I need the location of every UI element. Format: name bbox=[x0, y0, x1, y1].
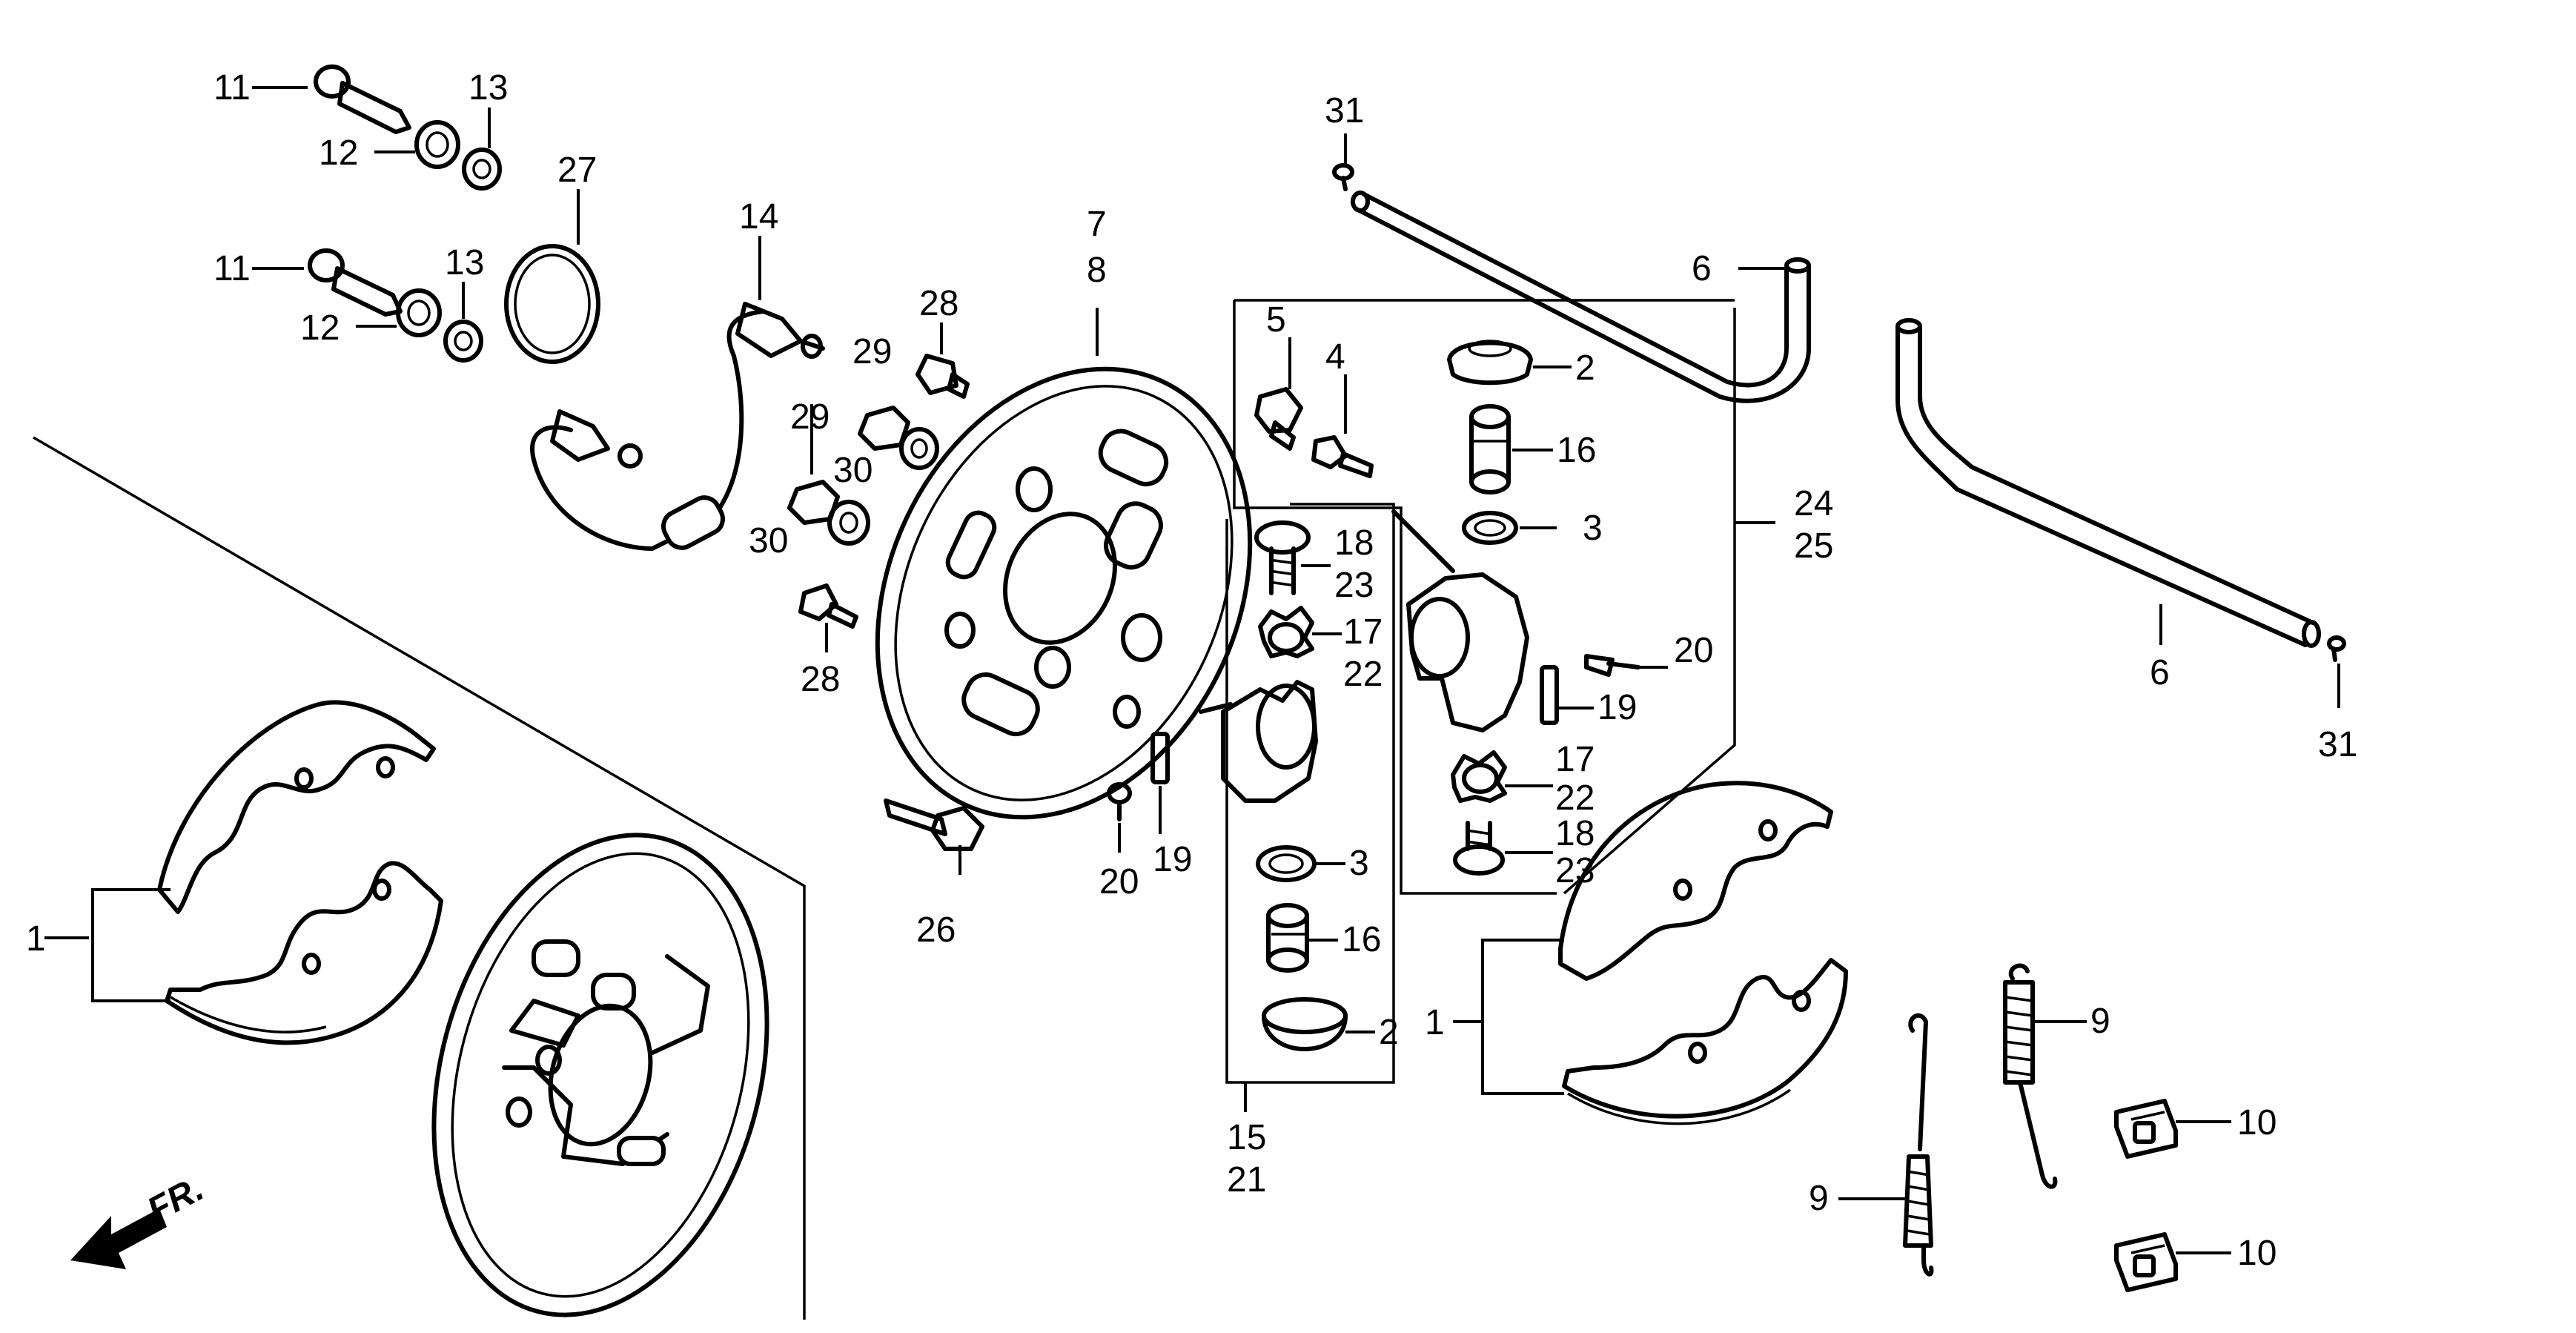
piston-16-left[interactable] bbox=[1266, 903, 1309, 973]
callout-9: 9 bbox=[2090, 1002, 2110, 1041]
callout-20: 20 bbox=[1674, 631, 1713, 670]
adjuster-wheel-17-lower[interactable] bbox=[1451, 750, 1507, 803]
callout-11: 11 bbox=[213, 68, 251, 108]
brake-shoe-upper-right[interactable] bbox=[1558, 781, 1833, 981]
piston-16-right[interactable] bbox=[1469, 404, 1511, 494]
bleeder-screw-upper[interactable] bbox=[314, 64, 502, 191]
callout-30: 30 bbox=[833, 451, 873, 490]
callout-27: 27 bbox=[557, 150, 597, 190]
callout-13: 13 bbox=[445, 243, 484, 282]
washer-30-lower[interactable] bbox=[827, 500, 870, 546]
callout-18: 18 bbox=[1555, 814, 1595, 853]
callout-1: 1 bbox=[1425, 1003, 1445, 1042]
cup-seal-3-left[interactable] bbox=[1256, 845, 1317, 882]
background-panel-outline bbox=[33, 436, 806, 1320]
brake-pipe[interactable] bbox=[530, 302, 825, 553]
brake-panel[interactable] bbox=[807, 308, 1320, 879]
callout-31: 31 bbox=[1325, 91, 1364, 130]
adjuster-wheel-17-upper[interactable] bbox=[1258, 606, 1314, 658]
o-ring[interactable] bbox=[504, 244, 600, 364]
callout-7: 7 bbox=[1087, 205, 1107, 244]
callout-6: 6 bbox=[2150, 653, 2170, 692]
callout-26: 26 bbox=[916, 910, 956, 950]
callout-13: 13 bbox=[468, 68, 508, 108]
callout-3: 3 bbox=[1583, 509, 1603, 548]
bolt-28-upper[interactable] bbox=[915, 354, 970, 399]
callout-10: 10 bbox=[2237, 1103, 2277, 1142]
callout-22: 22 bbox=[1343, 655, 1383, 694]
callout-10: 10 bbox=[2237, 1234, 2277, 1273]
wheel-cylinder-right-bracket bbox=[1233, 299, 1736, 895]
dust-boot-2-right[interactable] bbox=[1447, 340, 1533, 386]
callout-29: 29 bbox=[852, 332, 892, 371]
callout-21: 21 bbox=[1227, 1160, 1266, 1200]
breather-hose-right[interactable] bbox=[1895, 318, 2321, 648]
return-spring-upper[interactable] bbox=[2003, 963, 2058, 1189]
callout-18: 18 bbox=[1334, 523, 1374, 563]
callout-14: 14 bbox=[739, 197, 778, 236]
spring-clip-lower[interactable] bbox=[2114, 1232, 2178, 1292]
callout-24: 24 bbox=[1794, 484, 1833, 523]
wheel-cylinder-left[interactable] bbox=[1199, 680, 1318, 803]
bolt-28-lower[interactable] bbox=[798, 583, 858, 629]
callout-31: 31 bbox=[2318, 725, 2357, 764]
callout-17: 17 bbox=[1343, 612, 1383, 652]
brake-shoe-lower-right[interactable] bbox=[1562, 958, 1848, 1125]
wheel-cylinder-right[interactable] bbox=[1391, 509, 1529, 732]
wheel-cylinder-left-bracket bbox=[1225, 503, 1395, 1084]
callout-28: 28 bbox=[919, 284, 958, 323]
leader-lines bbox=[44, 86, 2340, 1254]
bleeder-5[interactable] bbox=[1254, 387, 1303, 451]
callout-28: 28 bbox=[801, 660, 840, 699]
bolt-26[interactable] bbox=[884, 798, 984, 851]
callout-30: 30 bbox=[749, 521, 788, 560]
brake-shoe-upper-left[interactable] bbox=[157, 700, 436, 914]
callout-5: 5 bbox=[1266, 300, 1286, 340]
hose-clamp-31-upper[interactable] bbox=[1332, 163, 1354, 191]
adjuster-bolt-18-lower[interactable] bbox=[1453, 821, 1505, 876]
callout-1: 1 bbox=[26, 919, 46, 959]
callout-8: 8 bbox=[1087, 251, 1107, 290]
adjuster-bolt-18-upper[interactable] bbox=[1254, 520, 1311, 595]
callout-16: 16 bbox=[1557, 431, 1596, 470]
callout-29: 29 bbox=[790, 397, 830, 437]
hose-clamp-31-lower[interactable] bbox=[2327, 635, 2346, 662]
callout-4: 4 bbox=[1325, 337, 1345, 377]
callout-20: 20 bbox=[1099, 862, 1139, 902]
plate-19-left[interactable] bbox=[1150, 732, 1170, 784]
callout-22: 22 bbox=[1555, 778, 1595, 818]
callout-labels: 11 12 13 11 12 13 27 14 7 8 28 29 29 30 … bbox=[26, 68, 2357, 1273]
bolt-4[interactable] bbox=[1311, 435, 1374, 478]
plate-19-right[interactable] bbox=[1540, 665, 1559, 725]
screw-20-right[interactable] bbox=[1584, 654, 1640, 677]
cup-seal-3-right[interactable] bbox=[1462, 511, 1518, 545]
return-spring-lower[interactable] bbox=[1903, 1013, 1934, 1277]
dust-boot-2-left[interactable] bbox=[1262, 997, 1348, 1051]
callout-23: 23 bbox=[1555, 851, 1595, 890]
callout-23: 23 bbox=[1334, 566, 1374, 605]
callout-19: 19 bbox=[1153, 840, 1192, 879]
callout-9: 9 bbox=[1809, 1179, 1829, 1218]
bleeder-screw-lower[interactable] bbox=[308, 248, 483, 363]
screw-20-left[interactable] bbox=[1107, 782, 1132, 821]
breather-hose-upper[interactable] bbox=[1351, 191, 1811, 403]
callout-3: 3 bbox=[1349, 844, 1369, 883]
callout-15: 15 bbox=[1227, 1118, 1266, 1157]
callout-19: 19 bbox=[1597, 688, 1637, 727]
brake-shoe-lower-left[interactable] bbox=[165, 861, 443, 1045]
callout-17: 17 bbox=[1555, 740, 1595, 779]
callout-6: 6 bbox=[1692, 249, 1712, 288]
washer-30-upper[interactable] bbox=[899, 427, 939, 470]
callout-12: 12 bbox=[319, 133, 358, 173]
callout-2: 2 bbox=[1575, 348, 1595, 388]
front-direction-arrow: FR. bbox=[70, 1169, 210, 1269]
callout-12: 12 bbox=[300, 308, 340, 348]
spring-clip-upper[interactable] bbox=[2114, 1099, 2178, 1159]
callout-11: 11 bbox=[213, 249, 251, 288]
callout-2: 2 bbox=[1379, 1013, 1399, 1052]
brake-drum-assembly[interactable] bbox=[383, 798, 818, 1329]
callout-25: 25 bbox=[1794, 526, 1833, 566]
callout-16: 16 bbox=[1342, 920, 1381, 959]
